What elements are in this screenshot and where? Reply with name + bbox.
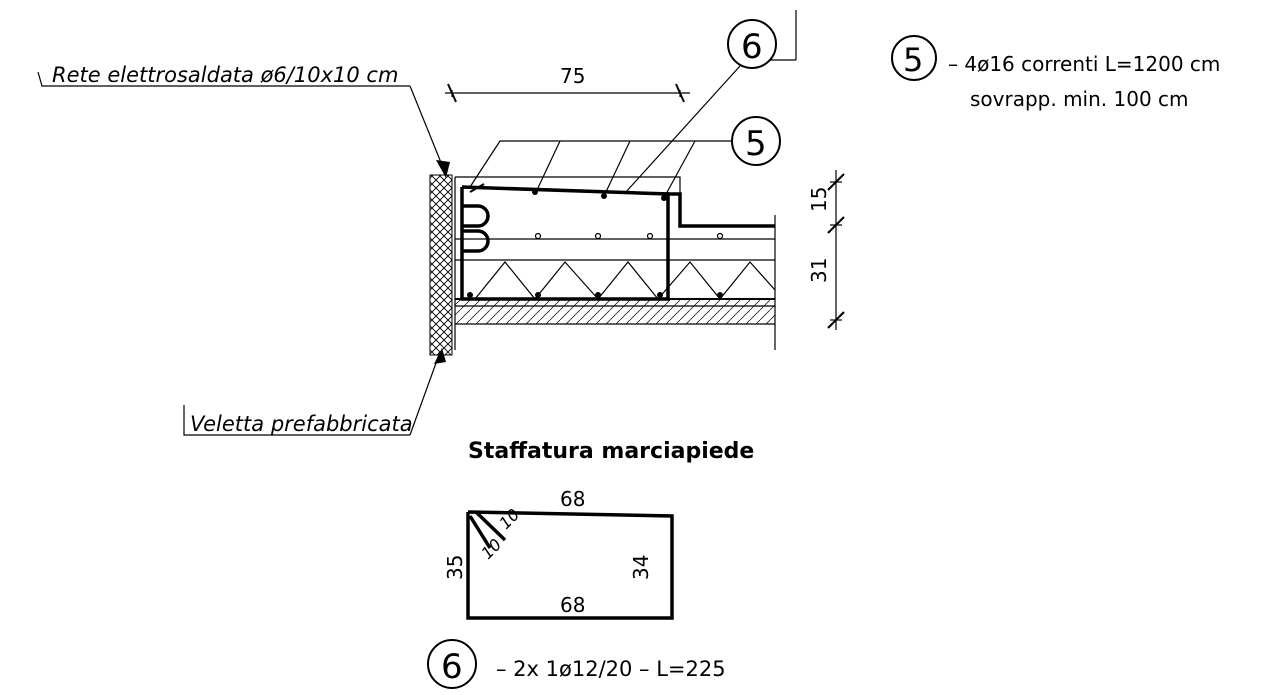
mesh-label: Rete elettrosaldata ø6/10x10 cm — [52, 63, 398, 87]
stirrup-right-dim: 34 — [629, 555, 653, 580]
reinforcement — [460, 183, 775, 301]
mesh-label-group: Rete elettrosaldata ø6/10x10 cm — [37, 63, 450, 178]
dimension-75-label: 75 — [560, 64, 585, 88]
callout-5-number: 5 — [745, 124, 767, 164]
parapet-leader — [409, 351, 441, 436]
stirrup-hook-dim-1: 10 — [495, 505, 523, 533]
legend-6-circle — [427, 639, 477, 689]
legend-5-mark: 5 — [903, 41, 923, 79]
parapet-panel — [429, 174, 453, 356]
sidewalk-section — [454, 176, 776, 350]
mesh-leader-arrow — [436, 160, 450, 178]
callout-6-leader — [624, 65, 741, 194]
callout-6-circle — [727, 19, 777, 69]
stirrup-title: Staffatura marciapiede — [468, 439, 754, 464]
dimension-15-label: 15 — [807, 187, 831, 212]
legend-5-circle — [891, 35, 937, 81]
legend-6-mark: 6 — [441, 647, 463, 687]
callout-5: 5 — [469, 116, 781, 197]
stirrup-top-dim: 68 — [560, 487, 585, 511]
dimension-31-label: 31 — [807, 258, 831, 283]
parapet-label: Veletta prefabbricata — [190, 412, 413, 436]
stirrup-hook-dim-2: 10 — [477, 535, 505, 563]
legend-item-5: 5 – 4ø16 correnti L=1200 cm sovrapp. min… — [891, 35, 1220, 111]
legend-5-line2: sovrapp. min. 100 cm — [970, 87, 1189, 111]
slab-hatch — [455, 300, 775, 324]
legend-6-text: – 2x 1ø12/20 – L=225 — [496, 657, 726, 681]
callout-6-top: 6 — [624, 10, 797, 194]
callout-6-number: 6 — [741, 27, 763, 67]
longitudinal-bars — [467, 189, 723, 298]
stirrup-shape — [466, 510, 674, 620]
mesh-leader — [409, 85, 445, 171]
dimension-vertical: 15 31 — [807, 170, 845, 330]
legend-item-6: 6 – 2x 1ø12/20 – L=225 — [427, 639, 726, 689]
stirrup-bottom-dim: 68 — [560, 593, 585, 617]
legend-5-line1: – 4ø16 correnti L=1200 cm — [948, 52, 1220, 76]
stirrup-schedule: Staffatura marciapiede 68 68 35 34 10 10 — [443, 439, 754, 620]
stirrup-left-dim: 35 — [443, 555, 467, 580]
dimension-75: 75 — [445, 64, 690, 103]
parapet-label-group: Veletta prefabbricata — [183, 348, 446, 436]
